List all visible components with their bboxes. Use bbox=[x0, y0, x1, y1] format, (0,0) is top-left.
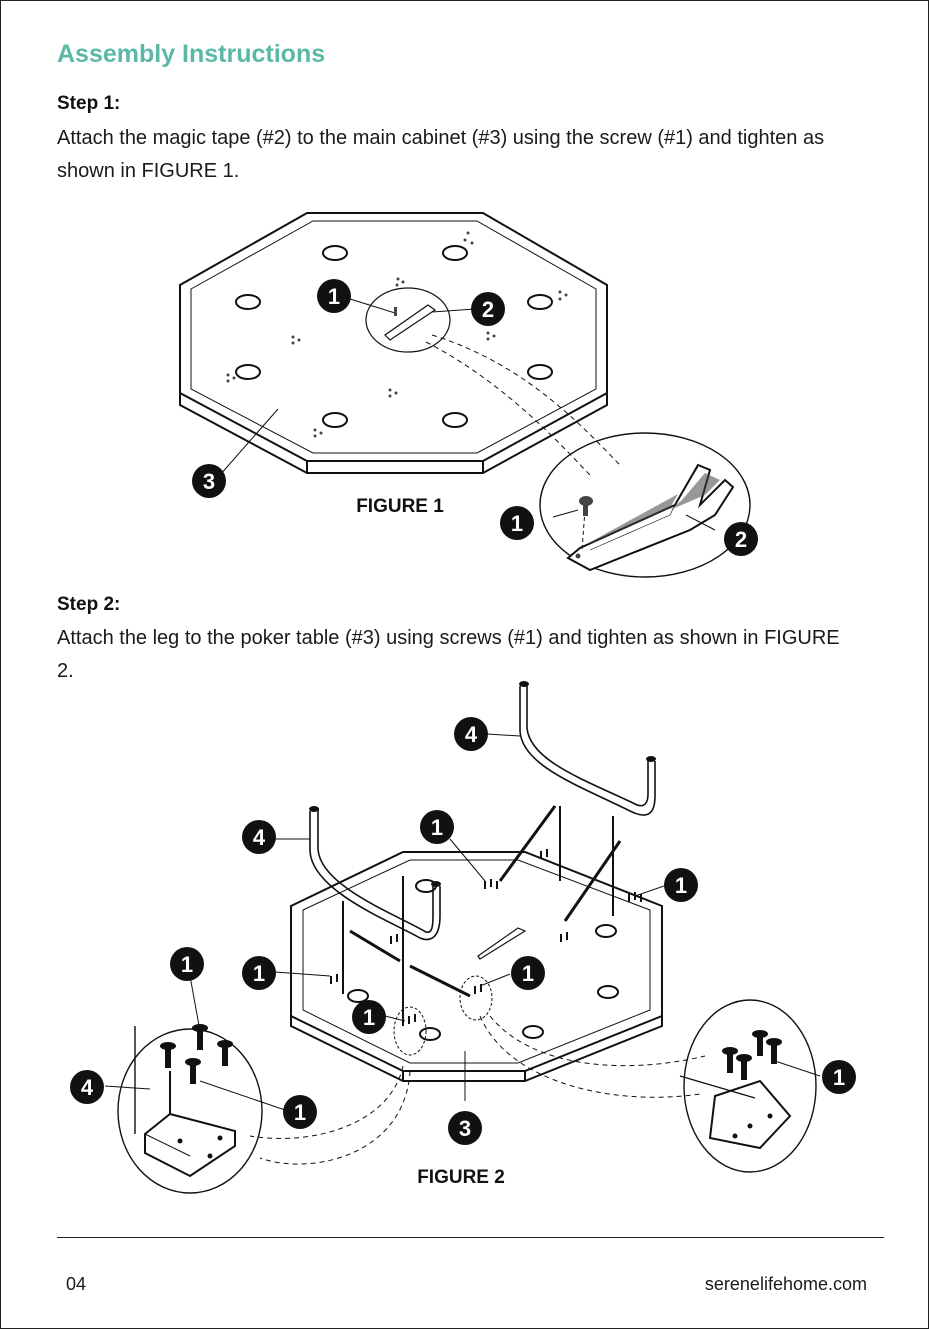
svg-text:1: 1 bbox=[675, 873, 687, 898]
page-title: Assembly Instructions bbox=[57, 40, 326, 68]
svg-text:1: 1 bbox=[181, 952, 193, 977]
callout-1-a: 1 bbox=[420, 810, 454, 844]
callout-2-detail: 2 bbox=[724, 522, 758, 556]
svg-text:1: 1 bbox=[511, 511, 523, 536]
svg-text:2: 2 bbox=[482, 297, 494, 322]
website-link[interactable]: serenelifehome.com bbox=[704, 1274, 867, 1294]
figure-2-caption: FIGURE 2 bbox=[417, 1167, 505, 1188]
callout-1-e: 1 bbox=[511, 956, 545, 990]
footer-divider bbox=[57, 1237, 884, 1238]
svg-text:3: 3 bbox=[459, 1116, 471, 1141]
svg-text:2: 2 bbox=[735, 527, 747, 552]
svg-text:3: 3 bbox=[203, 469, 215, 494]
callout-1-top: 1 bbox=[317, 279, 351, 313]
svg-text:1: 1 bbox=[328, 284, 340, 309]
figure-1-diagram: 1 2 3 1 2 FIGURE 1 bbox=[179, 212, 758, 578]
callout-1-detail: 1 bbox=[500, 506, 534, 540]
callout-1-detail-right: 1 bbox=[822, 1060, 856, 1094]
figure-1-caption: FIGURE 1 bbox=[356, 496, 444, 517]
callout-4-detail: 4 bbox=[70, 1070, 104, 1104]
callout-1-f: 1 bbox=[352, 1000, 386, 1034]
svg-text:1: 1 bbox=[431, 815, 443, 840]
callout-1-b: 1 bbox=[664, 868, 698, 902]
callout-1-d: 1 bbox=[242, 956, 276, 990]
callout-1-g: 1 bbox=[283, 1095, 317, 1129]
callout-1-c: 1 bbox=[170, 947, 204, 981]
svg-text:4: 4 bbox=[253, 825, 266, 850]
svg-text:1: 1 bbox=[363, 1005, 375, 1030]
step-1-heading: Step 1: bbox=[57, 93, 121, 114]
callout-3: 3 bbox=[448, 1111, 482, 1145]
page-number: 04 bbox=[66, 1274, 87, 1294]
step-2-body: Attach the leg to the poker table (#3) u… bbox=[57, 627, 840, 682]
svg-text:1: 1 bbox=[253, 961, 265, 986]
svg-text:4: 4 bbox=[465, 722, 478, 747]
step-1-body: Attach the magic tape (#2) to the main c… bbox=[57, 127, 825, 182]
callout-3: 3 bbox=[192, 464, 226, 498]
svg-text:1: 1 bbox=[833, 1065, 845, 1090]
callout-4-top-right: 4 bbox=[454, 717, 488, 751]
svg-text:1: 1 bbox=[522, 961, 534, 986]
callout-2-top: 2 bbox=[471, 292, 505, 326]
svg-text:1: 1 bbox=[294, 1100, 306, 1125]
figure-2-diagram: 4 4 1 1 1 1 1 1 1 4 1 3 FIGURE bbox=[70, 681, 856, 1194]
svg-text:4: 4 bbox=[81, 1075, 94, 1100]
callout-4-left: 4 bbox=[242, 820, 276, 854]
step-2-heading: Step 2: bbox=[57, 594, 121, 615]
